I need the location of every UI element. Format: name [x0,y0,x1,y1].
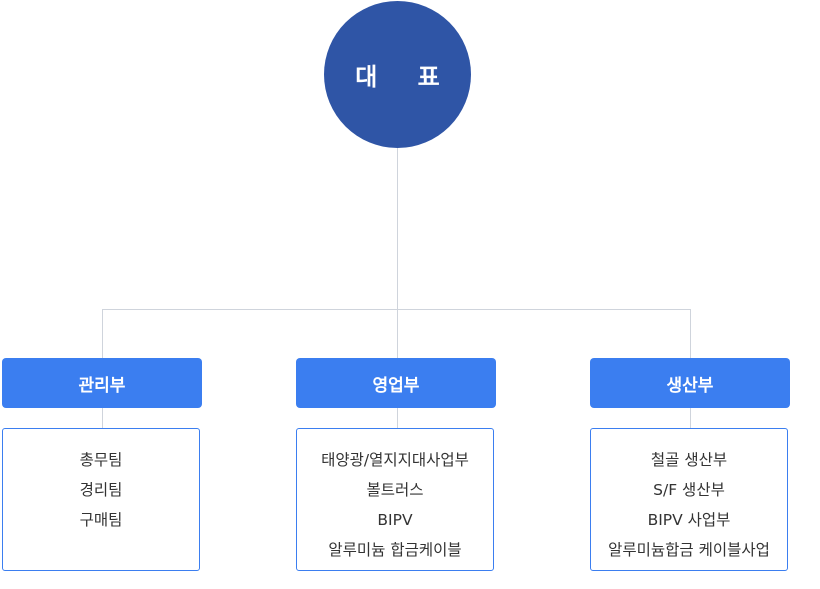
connector-drop-admin [102,309,103,358]
connector-sales-teams [397,408,398,428]
team-item: 경리팀 [79,481,123,499]
team-item: 태양광/열지지대사업부 [321,451,469,469]
team-item: 총무팀 [79,451,123,469]
dept-admin-teams: 총무팀 경리팀 구매팀 [2,428,200,571]
team-item: 볼트러스 [366,481,424,499]
connector-ceo-down [397,148,398,310]
team-item: BIPV [377,511,413,529]
team-item: BIPV 사업부 [647,511,731,529]
dept-admin: 관리부 [2,358,202,408]
connector-drop-production [690,309,691,358]
connector-admin-teams [102,408,103,428]
connector-drop-sales [397,309,398,358]
team-item: 철골 생산부 [650,451,728,469]
dept-production-teams: 철골 생산부 S/F 생산부 BIPV 사업부 알루미늄합금 케이블사업 [590,428,788,571]
ceo-node: 대 표 [324,1,471,148]
dept-production: 생산부 [590,358,790,408]
team-item: 알루미늄 합금케이블 [328,541,462,559]
connector-production-teams [690,408,691,428]
dept-sales: 영업부 [296,358,496,408]
team-item: S/F 생산부 [653,481,725,499]
team-item: 구매팀 [79,511,123,529]
connector-horizontal [102,309,691,310]
team-item: 알루미늄합금 케이블사업 [608,541,770,559]
dept-sales-teams: 태양광/열지지대사업부 볼트러스 BIPV 알루미늄 합금케이블 [296,428,494,571]
